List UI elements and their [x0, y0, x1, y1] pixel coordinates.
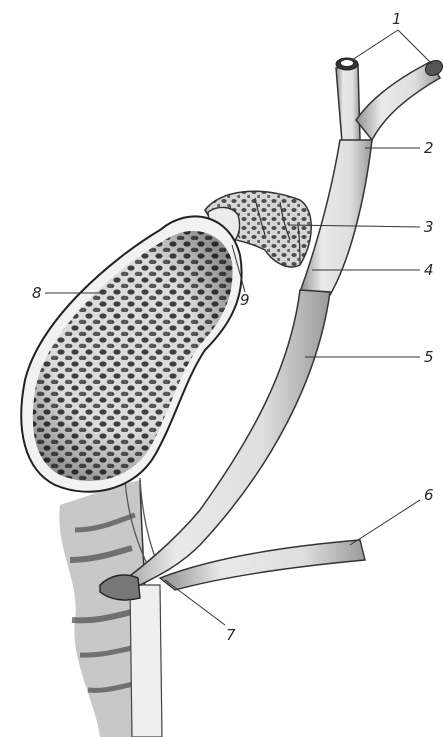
- label-1: 1: [392, 10, 402, 28]
- hepatic-ducts: [336, 57, 443, 142]
- label-8: 8: [32, 284, 42, 302]
- duodenal-column: [130, 585, 162, 737]
- label-2: 2: [424, 139, 434, 157]
- label-3: 3: [424, 218, 434, 236]
- label-6: 6: [424, 486, 434, 504]
- label-9: 9: [240, 291, 250, 309]
- label-4: 4: [424, 261, 434, 279]
- label-7: 7: [226, 626, 236, 644]
- gallbladder: [21, 216, 241, 491]
- label-5: 5: [424, 348, 434, 366]
